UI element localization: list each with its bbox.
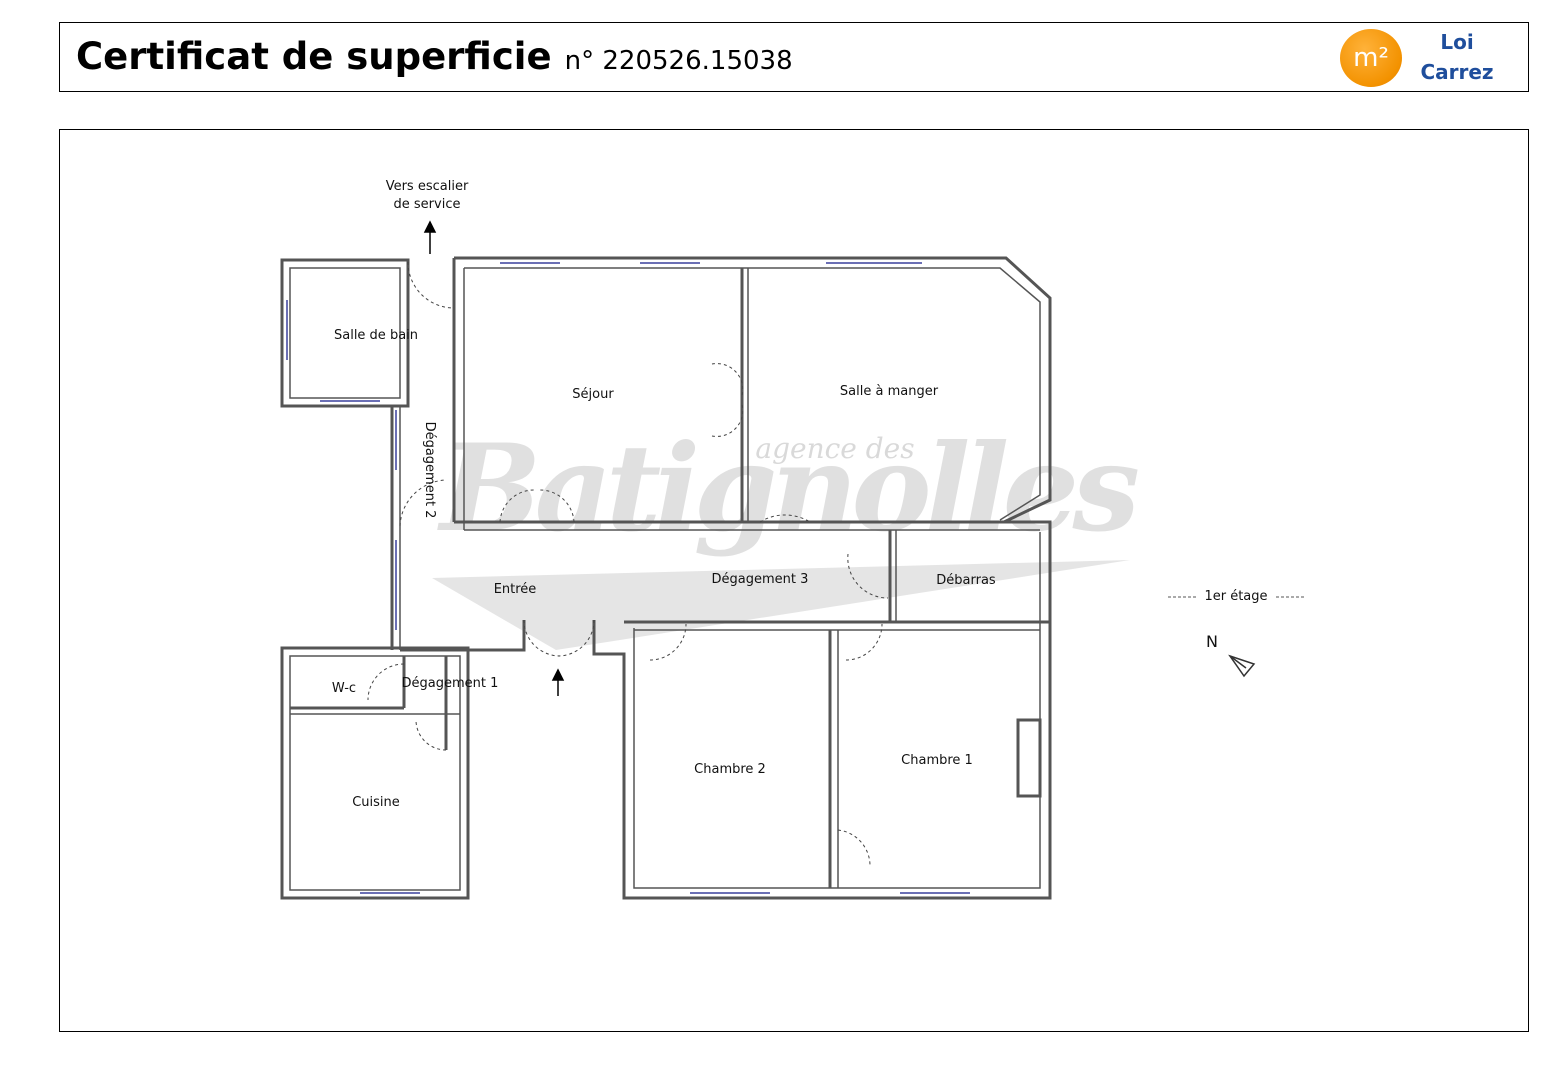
room-label-salle-a-manger: Salle à manger xyxy=(840,384,939,399)
badge-symbol: m² xyxy=(1353,43,1389,73)
room-label-degagement-2: Dégagement 2 xyxy=(422,422,437,519)
stair-label-line2: de service xyxy=(394,197,461,212)
room-label-salle-de-bain: Salle de bain xyxy=(334,328,418,343)
certificate-number: n° 220526.15038 xyxy=(564,46,793,76)
room-label-debarras: Débarras xyxy=(936,573,996,588)
floor-label: 1er étage xyxy=(1204,589,1267,604)
north-label: N xyxy=(1206,632,1218,651)
room-label-chambre-1: Chambre 1 xyxy=(901,753,973,768)
windows xyxy=(286,262,970,894)
room-label-degagement-1: Dégagement 1 xyxy=(402,676,499,691)
arrows xyxy=(423,220,565,696)
badge-label-line2: Carrez xyxy=(1420,60,1494,84)
room-label-sejour: Séjour xyxy=(572,387,614,402)
walls xyxy=(280,256,1052,900)
watermark-big-text: Batignolles xyxy=(437,418,1140,559)
room-label-cuisine: Cuisine xyxy=(352,795,400,810)
title-main: Certificat de superficie xyxy=(76,35,552,78)
page-title: Certificat de superficie n° 220526.15038 xyxy=(76,35,793,78)
north-arrow-icon xyxy=(1228,654,1256,678)
room-label-wc: W-c xyxy=(332,681,356,696)
loi-carrez-label: Loi Carrez xyxy=(1412,27,1502,87)
room-label-entree: Entrée xyxy=(494,582,537,597)
room-label-chambre-2: Chambre 2 xyxy=(694,762,766,777)
stair-label-line1: Vers escalier xyxy=(386,179,469,194)
badge-label-line1: Loi xyxy=(1440,30,1474,54)
watermark-small-text: agence des xyxy=(755,432,914,465)
door-swings xyxy=(367,261,889,867)
watermark-logo: agence des Batignolles xyxy=(432,418,1140,650)
m2-badge-icon: m² xyxy=(1340,29,1402,87)
room-label-degagement-3: Dégagement 3 xyxy=(712,572,809,587)
certificate-header: Certificat de superficie n° 220526.15038… xyxy=(59,22,1529,92)
